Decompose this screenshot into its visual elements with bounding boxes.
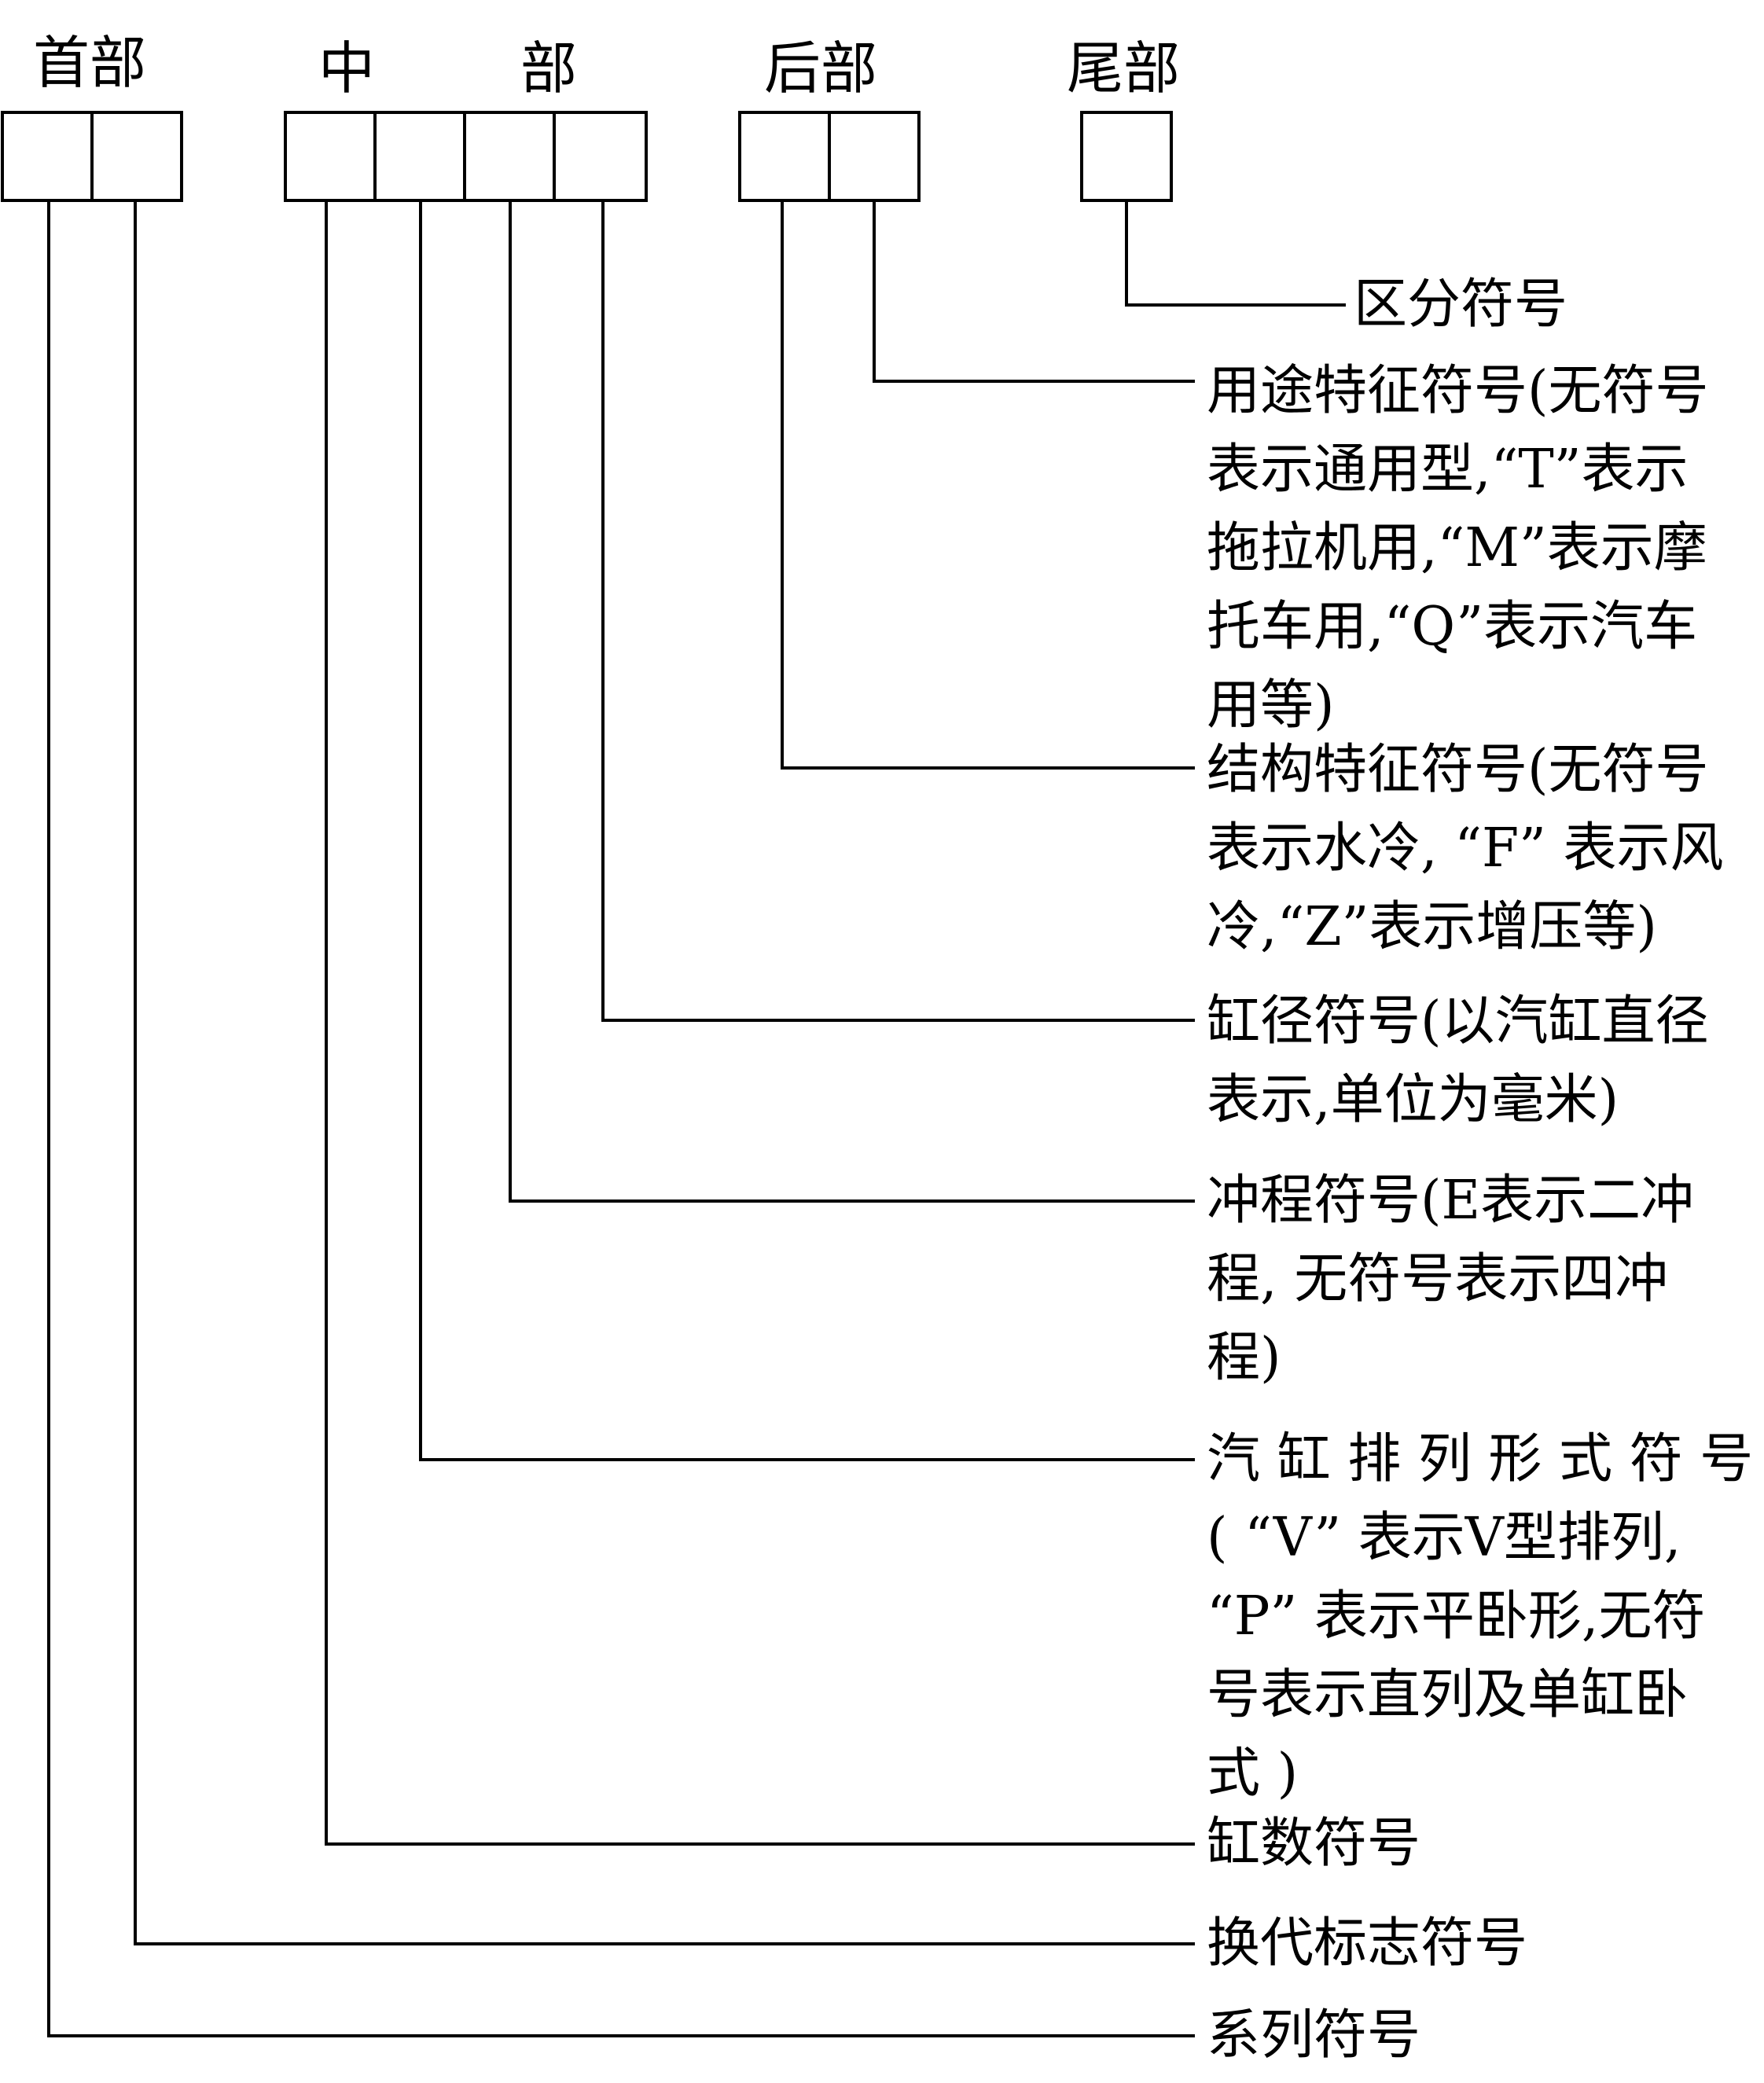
label-structure-symbol: 结构特征符号(无符号 表示水冷, “F” 表示风 冷,“Z”表示增压等) xyxy=(1207,731,1724,967)
group-rear-label: 后部 xyxy=(764,35,878,101)
leader-cylinders xyxy=(325,200,1195,1846)
leader-arrangement xyxy=(419,200,1195,1461)
label-line: 用等) xyxy=(1207,674,1335,737)
label-line: “P” 表示平卧形,无符 xyxy=(1207,1585,1706,1648)
label-line: 系列符号 xyxy=(1207,2004,1421,2066)
leader-structure xyxy=(781,200,1195,770)
code-box-rear-1 xyxy=(738,111,831,202)
leader-series xyxy=(47,200,1195,2037)
label-line: 式 ) xyxy=(1207,1743,1299,1805)
label-line: 汽 缸 排 列 形 式 符 号 xyxy=(1207,1428,1754,1490)
leader-stroke xyxy=(509,200,1195,1203)
label-replacement-symbol: 换代标志符号 xyxy=(1207,1905,1527,1983)
label-cylinders-symbol: 缸数符号 xyxy=(1207,1805,1420,1883)
code-box-head-1 xyxy=(1,111,94,202)
label-line: 托车用,“Q”表示汽车 xyxy=(1207,596,1698,658)
label-line: 拖拉机用,“M”表示摩 xyxy=(1207,517,1707,579)
code-box-middle-1 xyxy=(284,111,377,202)
code-box-middle-2 xyxy=(373,111,466,202)
code-box-tail xyxy=(1080,111,1173,202)
label-line: 号表示直列及单缸卧 xyxy=(1207,1664,1689,1726)
label-line: 结构特征符号(无符号 xyxy=(1207,739,1709,801)
code-box-middle-3 xyxy=(463,111,556,202)
label-line: 缸数符号 xyxy=(1207,1813,1421,1875)
label-line: 用途特征符号(无符号 xyxy=(1207,360,1709,422)
group-middle-label-2: 部 xyxy=(520,35,578,101)
label-distinguish-symbol: 区分符号 xyxy=(1354,266,1567,344)
label-arrangement-symbol: 汽 缸 排 列 形 式 符 号 ( “V” 表示V型排列, “P” 表示平卧形,… xyxy=(1207,1420,1753,1813)
label-line: ( “V” 表示V型排列, xyxy=(1207,1507,1681,1569)
label-line: 表示通用型,“T”表示 xyxy=(1207,439,1689,501)
code-box-head-2 xyxy=(90,111,183,202)
label-line: 表示水冷, “F” 表示风 xyxy=(1207,817,1724,880)
label-line: 程, 无符号表示四冲 xyxy=(1207,1248,1669,1310)
label-series-symbol: 系列符号 xyxy=(1207,1997,1420,2075)
group-head-label: 首部 xyxy=(33,30,147,96)
label-usage-symbol: 用途特征符号(无符号 表示通用型,“T”表示 拖拉机用,“M”表示摩 托车用,“… xyxy=(1207,352,1709,745)
group-middle-label-1: 中 xyxy=(318,35,376,101)
label-line: 冲程符号(E表示二冲 xyxy=(1207,1170,1695,1232)
label-line: 换代标志符号 xyxy=(1207,1912,1528,1975)
code-box-rear-2 xyxy=(828,111,921,202)
leader-bore xyxy=(601,200,1195,1022)
leader-replacement xyxy=(134,200,1195,1945)
label-line: 程) xyxy=(1207,1327,1281,1389)
leader-usage xyxy=(873,200,1195,383)
label-line: 缸径符号(以汽缸直径 xyxy=(1207,990,1709,1053)
leader-distinguish xyxy=(1125,200,1346,307)
group-tail-label: 尾部 xyxy=(1067,35,1181,101)
code-box-middle-4 xyxy=(553,111,648,202)
label-bore-symbol: 缸径符号(以汽缸直径 表示,单位为毫米) xyxy=(1207,983,1709,1140)
label-line: 冷,“Z”表示增压等) xyxy=(1207,896,1657,958)
label-line: 表示,单位为毫米) xyxy=(1207,1069,1619,1131)
label-stroke-symbol: 冲程符号(E表示二冲 程, 无符号表示四冲 程) xyxy=(1207,1162,1694,1398)
label-line: 区分符号 xyxy=(1354,274,1568,336)
